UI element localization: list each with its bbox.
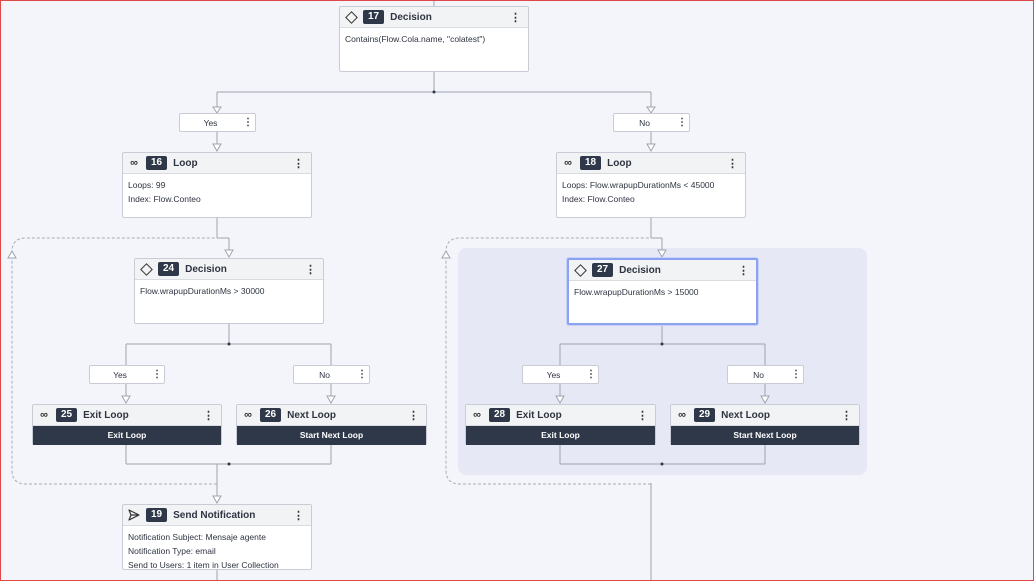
node-body: Flow.wrapupDurationMs > 15000 [569,281,756,303]
node-header: ∞ 25 Exit Loop ⋮ [33,405,221,426]
node-17-decision[interactable]: 17 Decision ⋮ Contains(Flow.Cola.name, "… [339,6,529,72]
loop-icon: ∞ [473,409,481,421]
branch-no-27[interactable]: No ⋮ [727,365,804,384]
node-line: Send to Users: 1 item in User Collection [128,560,279,570]
branch-menu-icon[interactable]: ⋮ [152,369,162,380]
node-25-exit-loop[interactable]: ∞ 25 Exit Loop ⋮ Exit Loop [32,404,222,445]
node-title: Exit Loop [516,409,562,421]
node-menu-icon[interactable]: ⋮ [305,263,316,276]
node-line: Flow.wrapupDurationMs > 30000 [140,286,265,296]
node-line: Index: Flow.Conteo [128,194,201,204]
node-title: Next Loop [287,409,337,421]
node-number: 27 [592,263,614,277]
node-number: 16 [146,156,168,170]
node-18-loop[interactable]: ∞ 18 Loop ⋮ Loops: Flow.wrapupDurationMs… [556,152,746,218]
node-line: Loops: Flow.wrapupDurationMs < 45000 [562,180,715,190]
branch-yes-27[interactable]: Yes ⋮ [522,365,599,384]
node-body: Flow.wrapupDurationMs > 30000 [135,280,323,302]
branch-yes-24[interactable]: Yes ⋮ [89,365,165,384]
node-title: Send Notification [173,509,256,521]
node-header: 17 Decision ⋮ [340,7,528,28]
node-26-next-loop[interactable]: ∞ 26 Next Loop ⋮ Start Next Loop [236,404,427,445]
branch-menu-icon[interactable]: ⋮ [357,369,367,380]
node-action: Start Next Loop [237,426,426,445]
branch-label: No [753,369,764,380]
node-line: Contains(Flow.Cola.name, "colatest") [345,34,486,44]
node-27-decision[interactable]: 27 Decision ⋮ Flow.wrapupDurationMs > 15… [567,258,758,325]
node-24-decision[interactable]: 24 Decision ⋮ Flow.wrapupDurationMs > 30… [134,258,324,324]
node-line: Notification Subject: Mensaje agente [128,532,266,542]
node-number: 17 [363,10,385,24]
branch-label: Yes [546,369,561,380]
diamond-icon [139,262,153,276]
node-menu-icon[interactable]: ⋮ [637,409,648,422]
node-title: Loop [607,157,632,169]
branch-yes-17[interactable]: Yes ⋮ [179,113,256,132]
node-header: 27 Decision ⋮ [569,260,756,281]
node-number: 18 [580,156,602,170]
node-header: 19 Send Notification ⋮ [123,505,311,526]
node-header: ∞ 18 Loop ⋮ [557,153,745,174]
node-number: 24 [158,262,180,276]
loop-icon: ∞ [678,409,686,421]
node-title: Decision [619,264,661,276]
node-header: ∞ 26 Next Loop ⋮ [237,405,426,426]
branch-menu-icon[interactable]: ⋮ [586,369,596,380]
node-body: Loops: Flow.wrapupDurationMs < 45000 Ind… [557,174,745,210]
branch-label: Yes [113,369,127,380]
loop-icon: ∞ [244,409,252,421]
node-title: Loop [173,157,198,169]
node-body: Notification Subject: Mensaje agente Not… [123,526,311,576]
diamond-icon [573,263,587,277]
node-menu-icon[interactable]: ⋮ [203,409,214,422]
node-number: 29 [694,408,716,422]
node-number: 19 [146,508,168,522]
branch-label: No [639,117,650,128]
node-menu-icon[interactable]: ⋮ [510,11,521,24]
node-title: Decision [185,263,227,275]
loop-icon: ∞ [40,409,48,421]
node-line: Flow.wrapupDurationMs > 15000 [574,287,699,297]
node-header: ∞ 29 Next Loop ⋮ [671,405,859,426]
loop-icon: ∞ [564,157,572,169]
node-header: ∞ 28 Exit Loop ⋮ [466,405,655,426]
node-16-loop[interactable]: ∞ 16 Loop ⋮ Loops: 99 Index: Flow.Conteo [122,152,312,218]
node-line: Loops: 99 [128,180,166,190]
node-header: 24 Decision ⋮ [135,259,323,280]
branch-no-17[interactable]: No ⋮ [613,113,690,132]
send-icon [128,509,140,521]
branch-label: Yes [203,117,218,128]
node-menu-icon[interactable]: ⋮ [841,409,852,422]
node-28-exit-loop[interactable]: ∞ 28 Exit Loop ⋮ Exit Loop [465,404,656,445]
diamond-icon [344,10,358,24]
node-menu-icon[interactable]: ⋮ [293,509,304,522]
branch-no-24[interactable]: No ⋮ [293,365,370,384]
node-title: Exit Loop [83,409,129,421]
node-menu-icon[interactable]: ⋮ [408,409,419,422]
node-menu-icon[interactable]: ⋮ [727,157,738,170]
node-line: Notification Type: email [128,546,216,556]
node-header: ∞ 16 Loop ⋮ [123,153,311,174]
node-action: Exit Loop [466,426,655,445]
node-body: Contains(Flow.Cola.name, "colatest") [340,28,528,50]
node-title: Next Loop [721,409,771,421]
branch-label: No [319,369,330,380]
node-number: 25 [56,408,78,422]
node-29-next-loop[interactable]: ∞ 29 Next Loop ⋮ Start Next Loop [670,404,860,445]
node-menu-icon[interactable]: ⋮ [293,157,304,170]
node-body: Loops: 99 Index: Flow.Conteo [123,174,311,210]
node-action: Exit Loop [33,426,221,445]
branch-menu-icon[interactable]: ⋮ [791,369,801,380]
node-number: 26 [260,408,282,422]
node-action: Start Next Loop [671,426,859,445]
loop-icon: ∞ [130,157,138,169]
branch-menu-icon[interactable]: ⋮ [243,117,253,128]
node-number: 28 [489,408,511,422]
branch-menu-icon[interactable]: ⋮ [677,117,687,128]
node-19-send-notification[interactable]: 19 Send Notification ⋮ Notification Subj… [122,504,312,570]
node-menu-icon[interactable]: ⋮ [738,264,749,277]
node-line: Index: Flow.Conteo [562,194,635,204]
node-title: Decision [390,11,432,23]
